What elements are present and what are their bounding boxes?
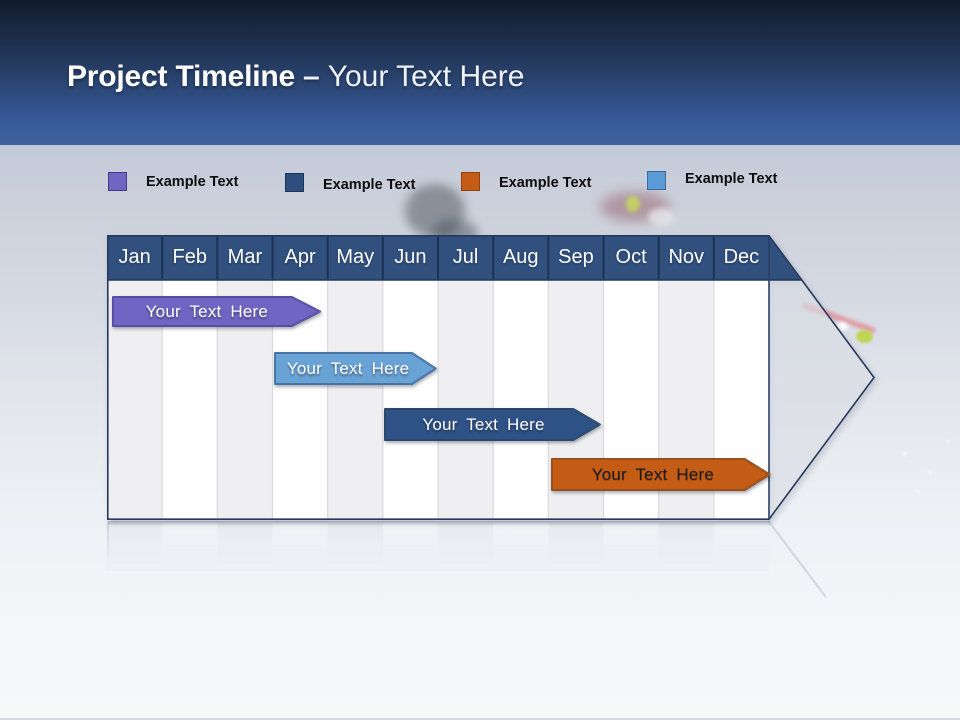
slide-bottom-edge [0,718,960,720]
timeline-bar: Your Text Here [274,352,437,385]
legend-item: Example Text [108,172,238,191]
timeline-bar-shape [551,458,771,491]
month-label: Jul [452,246,479,268]
month-label: Apr [284,246,316,268]
snow-speck [928,470,932,474]
title-bar [0,0,960,145]
snow-speck [902,452,907,456]
timeline-bar-shape [274,352,437,385]
month-label: Nov [668,246,705,268]
legend-item: Example Text [647,171,777,190]
title-separator: – [303,60,320,93]
legend-label: Example Text [499,175,592,191]
legend-swatch [285,173,304,192]
legend-label: Example Text [323,177,416,193]
background-photo-blob [626,196,640,212]
background-photo-blob [856,330,873,343]
timeline-bar: Your Text Here [111,296,322,327]
timeline-bar: Your Text Here [551,458,771,491]
month-label: Oct [615,246,647,268]
timeline-bar-label: Your Text Here [286,358,410,378]
legend-item: Example Text [461,172,591,192]
month-label: Sep [558,246,594,268]
snow-speck [946,440,950,443]
legend-label: Example Text [685,171,778,187]
timeline-bar-label: Your Text Here [591,464,715,484]
legend-swatch [461,172,480,191]
month-label: Jan [118,246,151,268]
snow-speck [915,490,919,493]
background-photo-blob [648,208,674,226]
table-reflection [107,523,769,571]
timeline-bar: Your Text Here [383,408,601,441]
timeline-bar-label: Your Text Here [422,414,545,434]
timeline-bar-label: Your Text Here [145,301,269,321]
month-label: Jun [394,246,427,268]
timeline-bar-shape [111,296,322,327]
legend-label: Example Text [146,174,239,190]
legend-swatch [647,171,666,190]
background-photo-blob [836,322,848,331]
month-label: Aug [502,246,539,268]
month-label: Mar [227,246,263,268]
table-reflection-edge [107,521,109,561]
legend-swatch [108,172,127,191]
legend-item: Example Text [285,173,415,194]
title-main: Project Timeline [67,60,295,93]
background-photo-blob [405,184,465,238]
title-subtitle: Your Text Here [327,60,525,93]
month-label: May [336,246,375,268]
page-title: Project Timeline–Your Text Here [67,60,524,94]
month-label: Dec [723,246,760,268]
month-label: Feb [172,246,207,268]
timeline-bar-shape [383,408,601,441]
